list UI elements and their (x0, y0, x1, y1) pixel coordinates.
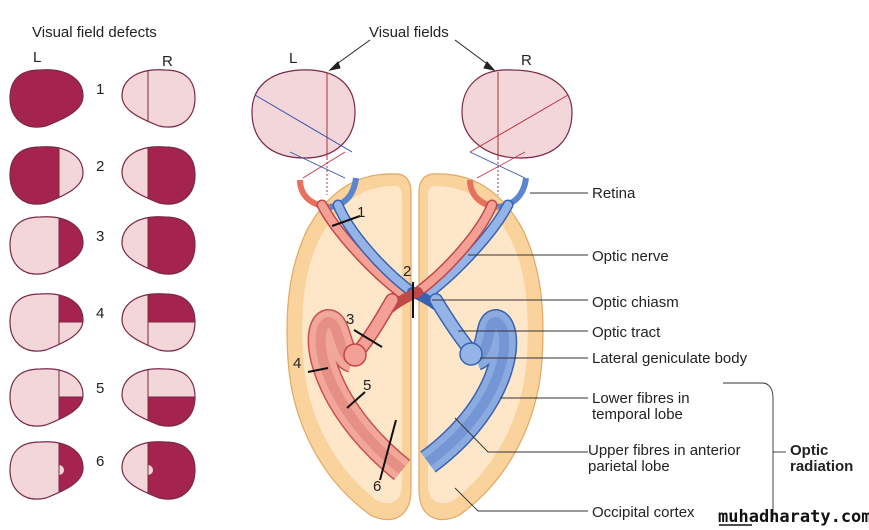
lesion-number-3: 3 (346, 311, 354, 328)
field-right-label: R (521, 52, 532, 69)
lesion-number-6: 6 (373, 478, 381, 495)
lesion-number-4: 4 (293, 355, 301, 372)
label-retina: Retina (592, 185, 636, 202)
defect-number: 5 (96, 380, 104, 397)
defect-number: 2 (96, 158, 104, 175)
defect-row: 3 (9, 216, 196, 275)
label-occipital-cortex: Occipital cortex (592, 504, 695, 521)
right-optic-radiation (420, 308, 518, 473)
label-lateral-geniculate-body: Lateral geniculate body (592, 350, 748, 367)
visual-fields-arrows (328, 39, 496, 71)
defect-row: 5 (9, 368, 196, 427)
lesion-markers (307, 215, 414, 481)
field-left-label: L (289, 50, 297, 67)
defect-number: 6 (96, 453, 104, 470)
label-optic-tract: Optic tract (592, 324, 661, 341)
lesion-number-2: 2 (403, 263, 411, 280)
defect-number: 4 (96, 305, 104, 322)
left-lateral-geniculate-body (343, 343, 367, 367)
lesion-marker-5 (346, 391, 366, 409)
defect-number: 1 (96, 81, 104, 98)
defects-right-label: R (162, 53, 173, 70)
label-optic-nerve: Optic nerve (592, 248, 669, 265)
right-visual-field (461, 69, 573, 195)
defects-left-label: L (33, 49, 41, 66)
label-optic-radiation-line1: Optic (790, 442, 828, 459)
label-optic-chiasm: Optic chiasm (592, 294, 679, 311)
leader-lines (432, 192, 786, 520)
right-lateral-geniculate-body (459, 342, 483, 366)
lesion-marker-4 (307, 367, 329, 373)
lesion-marker-6 (379, 419, 397, 481)
visual-fields-label: Visual fields (369, 24, 449, 41)
lesion-marker-3 (353, 329, 383, 348)
lesion-number-5: 5 (363, 377, 371, 394)
watermark: muhadharaty.com (718, 507, 869, 527)
lesion-number-1: 1 (357, 204, 365, 221)
defect-row: 2 (9, 146, 196, 205)
defect-row: 6 (9, 441, 196, 500)
defect-rows: 1 2 3 4 5 6 (9, 69, 196, 500)
defect-row: 4 (9, 293, 196, 352)
defects-title: Visual field defects (32, 24, 157, 41)
defect-row: 1 (9, 69, 196, 128)
defect-number: 3 (96, 228, 104, 245)
label-upper-fibres-line2: parietal lobe (588, 458, 670, 475)
label-lower-fibres-line1: Lower fibres in (592, 390, 690, 407)
left-optic-radiation (307, 308, 411, 481)
left-visual-field (251, 69, 356, 195)
label-optic-radiation-line2: radiation (790, 458, 853, 475)
label-upper-fibres-line1: Upper fibres in anterior (588, 442, 741, 459)
lesion-marker-1 (331, 215, 361, 227)
label-lower-fibres-line2: temporal lobe (592, 406, 683, 423)
